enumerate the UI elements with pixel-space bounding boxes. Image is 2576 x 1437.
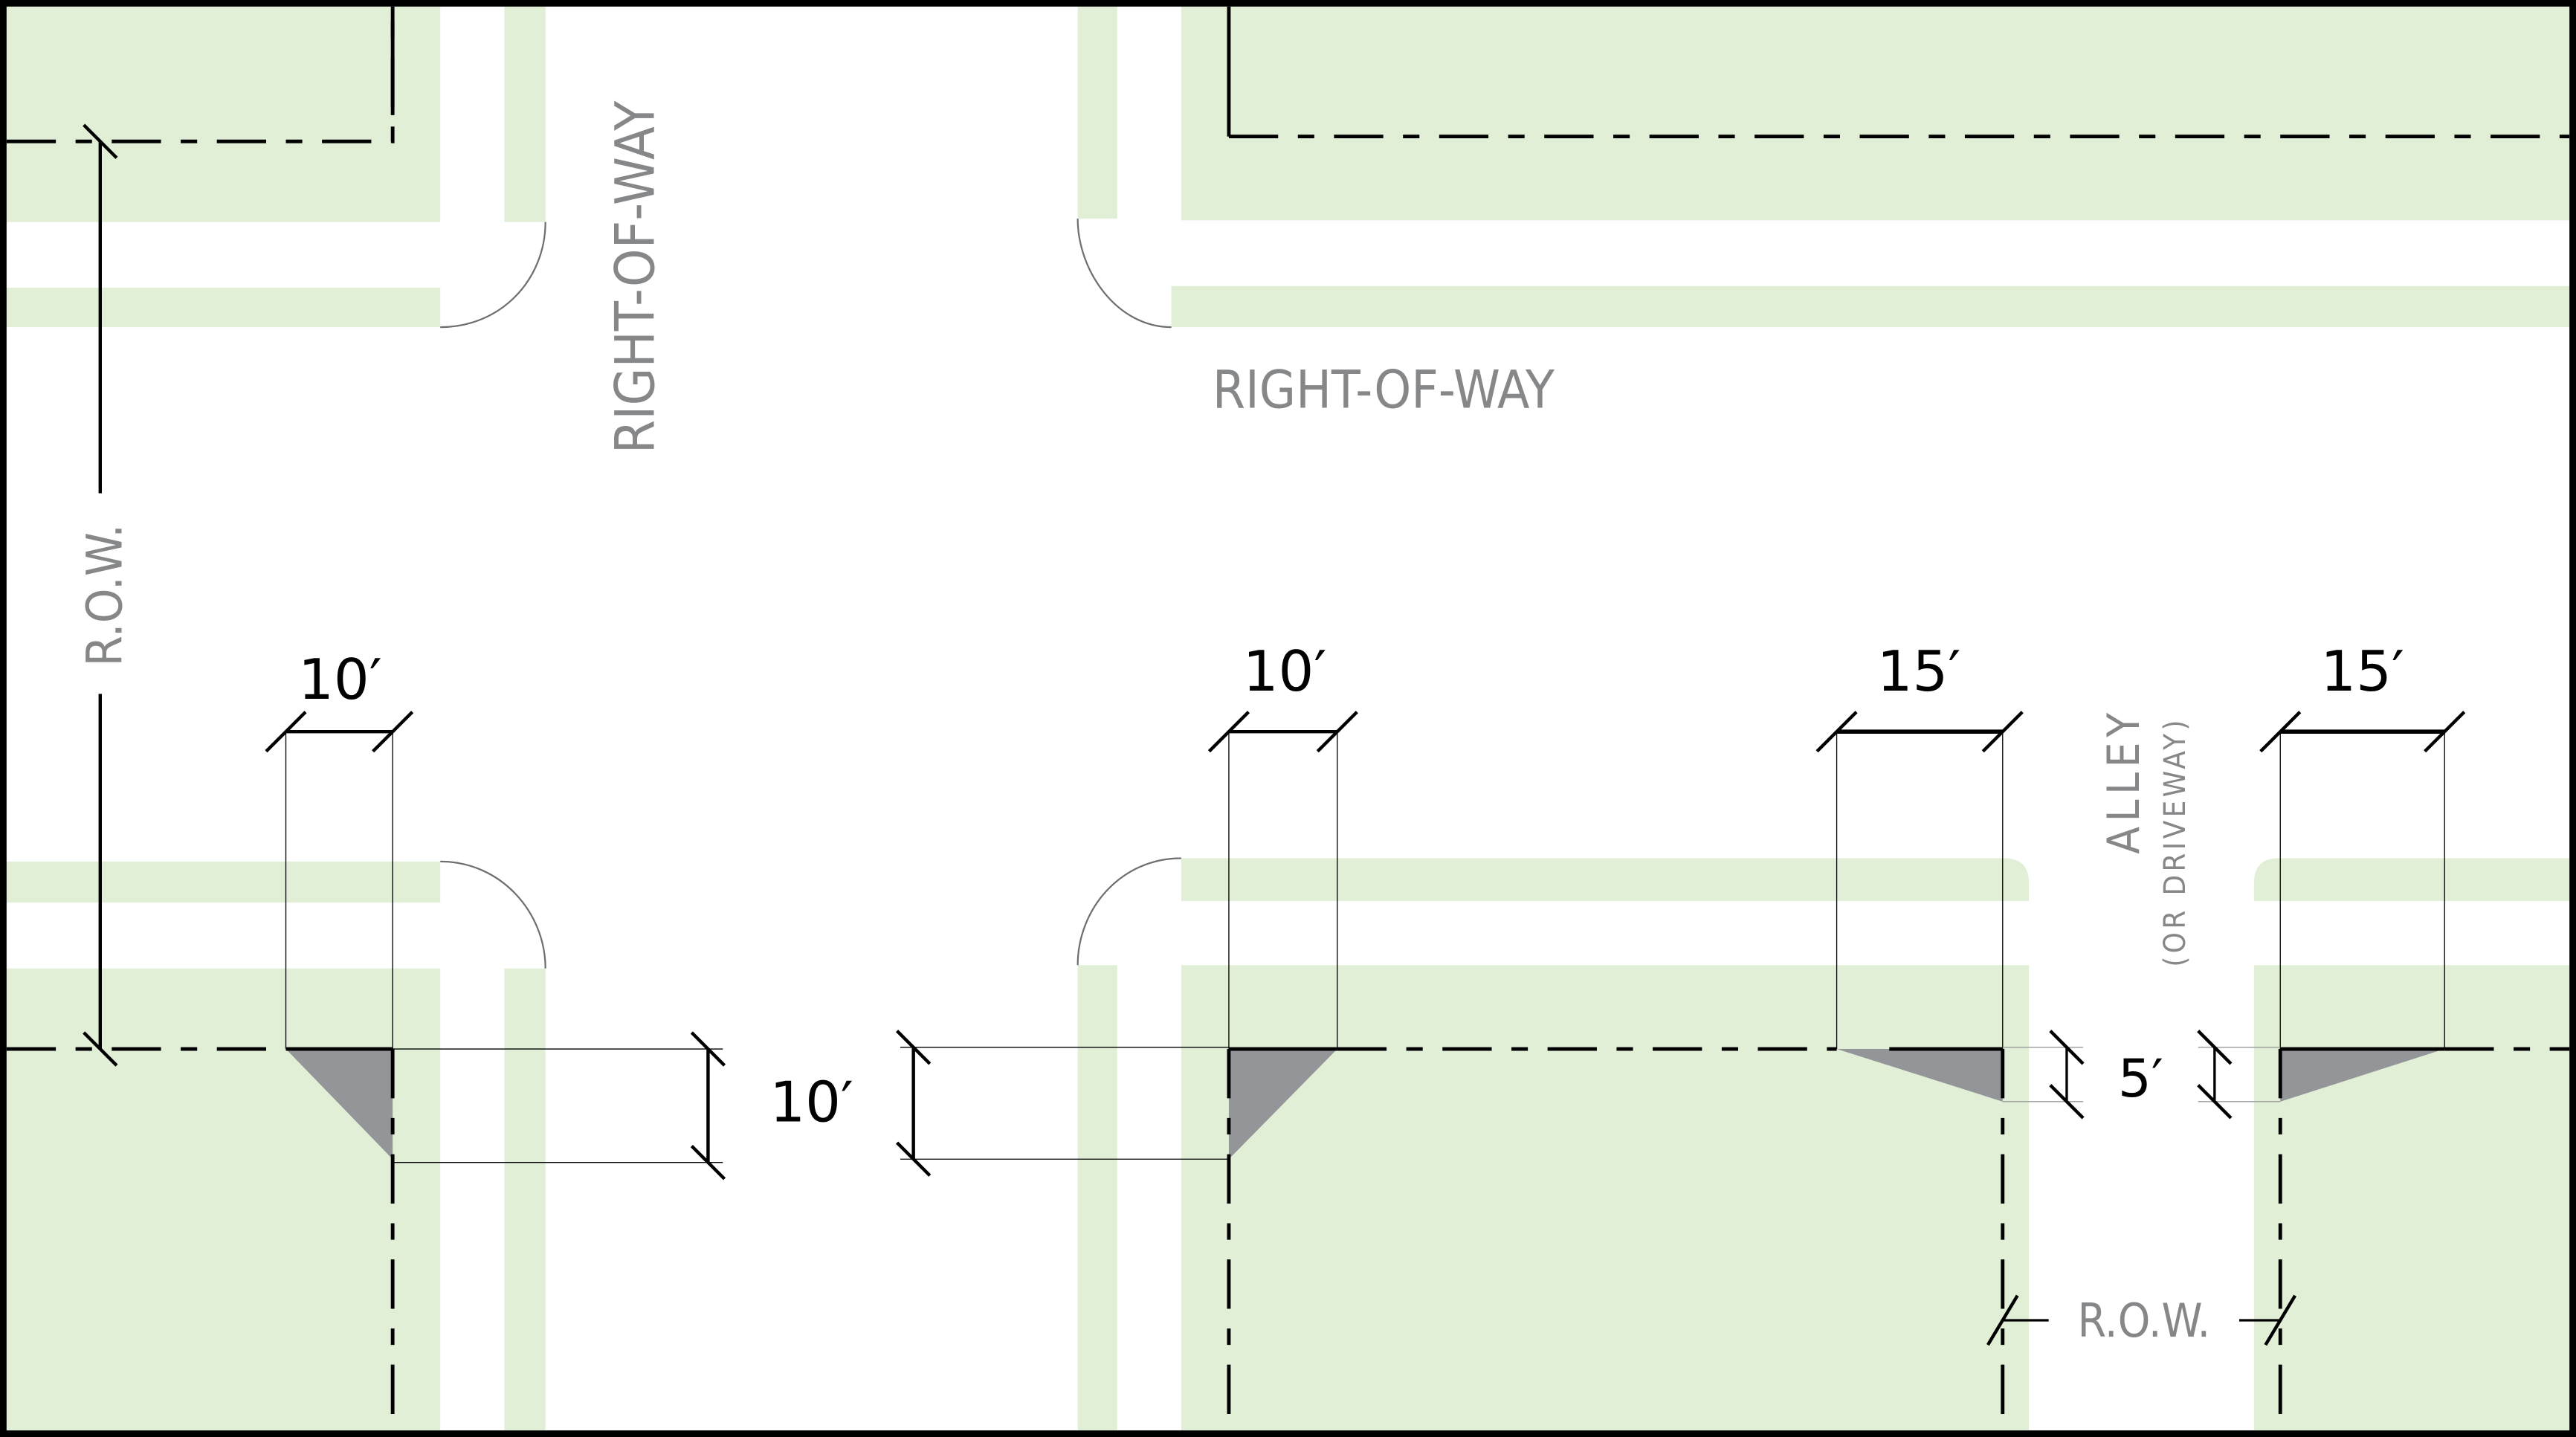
- tick: [1981, 711, 2024, 753]
- landscape-top-right: [1181, 6, 2570, 221]
- tick: [690, 1144, 726, 1181]
- planting-strip-bottom-right-h: [2253, 858, 2570, 901]
- sight-triangle-alley-right: [2280, 1049, 2445, 1102]
- curb-arc-top-left: [440, 222, 546, 329]
- curb-arc-bottom-left: [440, 860, 546, 969]
- landscape-bottom-mid: [1181, 965, 2030, 1431]
- tick: [2197, 1030, 2233, 1065]
- landscape-top-left: [6, 6, 441, 222]
- tick: [2264, 1294, 2297, 1346]
- tick: [372, 711, 414, 753]
- tick: [2424, 711, 2466, 753]
- label-alley: ALLEY: [2099, 708, 2150, 853]
- dim-label-corner-mid-width: 10′: [1243, 639, 1327, 704]
- tick: [690, 1031, 726, 1067]
- tick: [1986, 1294, 2019, 1346]
- planting-strip-bottom-left-v: [504, 968, 546, 1431]
- tick: [2197, 1084, 2233, 1120]
- dim-label-alley-left-width: 15′: [1877, 639, 1961, 704]
- curb-returns: [440, 219, 1181, 969]
- tick: [1316, 711, 1358, 753]
- curb-arc-top-mid: [1076, 219, 1172, 329]
- planting-strip-bottom-mid-h: [1181, 858, 2030, 901]
- label-row-horizontal-street: RIGHT-OF-WAY: [1213, 358, 1555, 420]
- landscape-bottom-left: [6, 968, 441, 1431]
- planting-strip-top-right-h: [1171, 285, 2570, 328]
- planting-strip-top-left-h: [6, 288, 441, 328]
- dimension-lines: [83, 123, 2466, 1346]
- dim-label-corner-left-width: 10′: [298, 647, 382, 712]
- tick: [2049, 1030, 2085, 1065]
- tick: [1207, 711, 1250, 753]
- tick: [2049, 1084, 2085, 1120]
- sight-triangle-corner-left: [285, 1049, 393, 1160]
- label-row-vertical-street: RIGHT-OF-WAY: [604, 100, 668, 454]
- planting-strip-bottom-mid-v: [1077, 965, 1117, 1431]
- property-line-top-left-h: [6, 6, 395, 143]
- tick: [265, 711, 307, 753]
- planting-strip-bottom-left-h: [6, 861, 441, 903]
- label-row-bottom: R.O.W.: [2077, 1294, 2210, 1348]
- curb-arc-bottom-mid: [1076, 857, 1181, 966]
- planting-strip-top-left-v: [504, 6, 546, 222]
- tick: [895, 1141, 932, 1177]
- planting-strip-top-mid-v: [1077, 6, 1117, 219]
- landscape-bottom-right: [2253, 965, 2570, 1431]
- tick: [895, 1030, 932, 1065]
- label-alley-sub: (OR DRIVEWAY): [2158, 717, 2192, 966]
- label-row-left: R.O.W.: [76, 524, 134, 667]
- tick: [1815, 711, 1858, 753]
- tick: [2259, 711, 2302, 753]
- extension-lines: [285, 732, 2445, 1163]
- dim-label-alley-depth: 5′: [2118, 1047, 2163, 1109]
- dim-label-corner-depth: 10′: [769, 1069, 853, 1134]
- dim-label-alley-right-width: 15′: [2320, 639, 2404, 704]
- landscape-zones: [6, 6, 2570, 1431]
- property-lines: [6, 6, 2570, 1431]
- tick: [83, 123, 118, 159]
- tick: [83, 1031, 118, 1067]
